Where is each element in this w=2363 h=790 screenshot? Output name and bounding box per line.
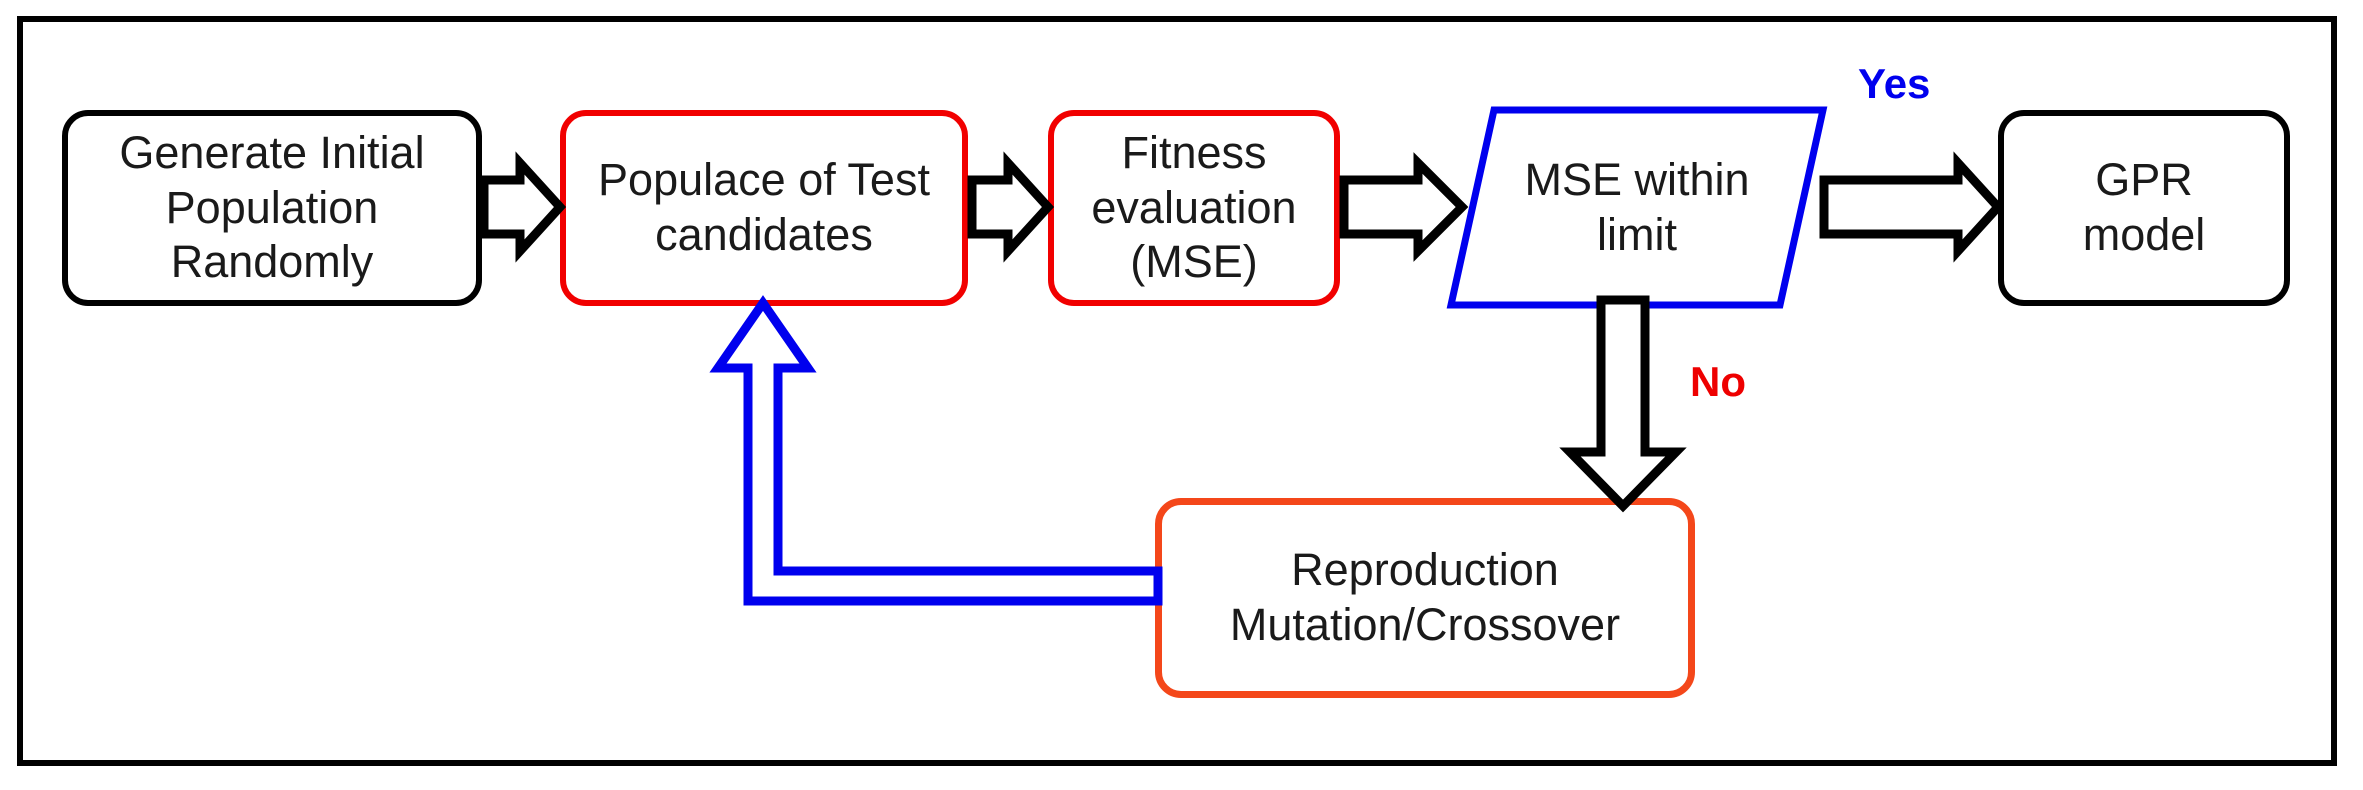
node-generate-initial-population[interactable]: Generate Initial Population Randomly — [62, 110, 482, 306]
node-label-reproduction-mutation-crossover: Reproduction Mutation/Crossover — [1229, 544, 1621, 650]
node-reproduction-mutation-crossover[interactable]: Reproduction Mutation/Crossover — [1155, 498, 1695, 698]
node-fitness-evaluation[interactable]: Fitness evaluation (MSE) — [1048, 110, 1340, 306]
edge-label-no: No — [1690, 358, 1746, 405]
node-label-fitness-evaluation: Fitness evaluation (MSE) — [1091, 126, 1297, 288]
node-gpr-model[interactable]: GPR model — [1998, 110, 2290, 306]
node-label-mse-within-limit: MSE within limit — [1524, 153, 1750, 260]
node-populace-of-test-candidates[interactable]: Populace of Test candidates — [560, 110, 968, 306]
node-label-gpr-model: GPR model — [2082, 154, 2206, 260]
node-label-populace-of-test-candidates: Populace of Test candidates — [598, 154, 930, 260]
node-mse-within-limit[interactable]: MSE within limit — [1446, 105, 1828, 310]
edge-label-yes: Yes — [1858, 60, 1931, 107]
node-label-generate-initial-population: Generate Initial Population Randomly — [119, 126, 425, 288]
